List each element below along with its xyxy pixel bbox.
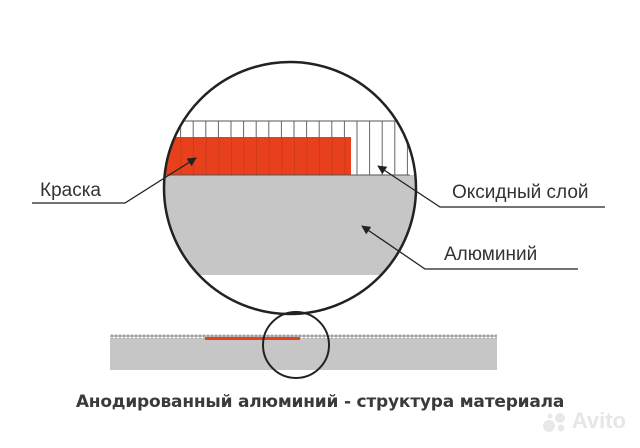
aluminum-layer: [164, 175, 416, 275]
magnifier-circle: [162, 60, 418, 316]
aluminum-label: Алюминий: [444, 244, 537, 265]
watermark-text: Avito: [571, 408, 626, 433]
oxide-label: Оксидный слой: [452, 182, 589, 203]
avito-logo-icon: [542, 413, 565, 433]
plate-body: [110, 338, 497, 370]
caption: Анодированный алюминий - структура матер…: [75, 392, 565, 412]
paint-layer: [166, 137, 351, 175]
paint-label: Краска: [40, 180, 101, 201]
oxide-leader: [377, 165, 605, 208]
aluminum-plate: [110, 334, 497, 370]
paint-leader: [32, 157, 197, 204]
watermark: Avito: [542, 408, 626, 434]
zoom-circle: [262, 311, 330, 379]
aluminum-leader: [361, 225, 578, 270]
magnified-view: [164, 120, 416, 275]
plate-paint-strip: [205, 337, 300, 340]
paint-column-lines: [180, 137, 346, 175]
